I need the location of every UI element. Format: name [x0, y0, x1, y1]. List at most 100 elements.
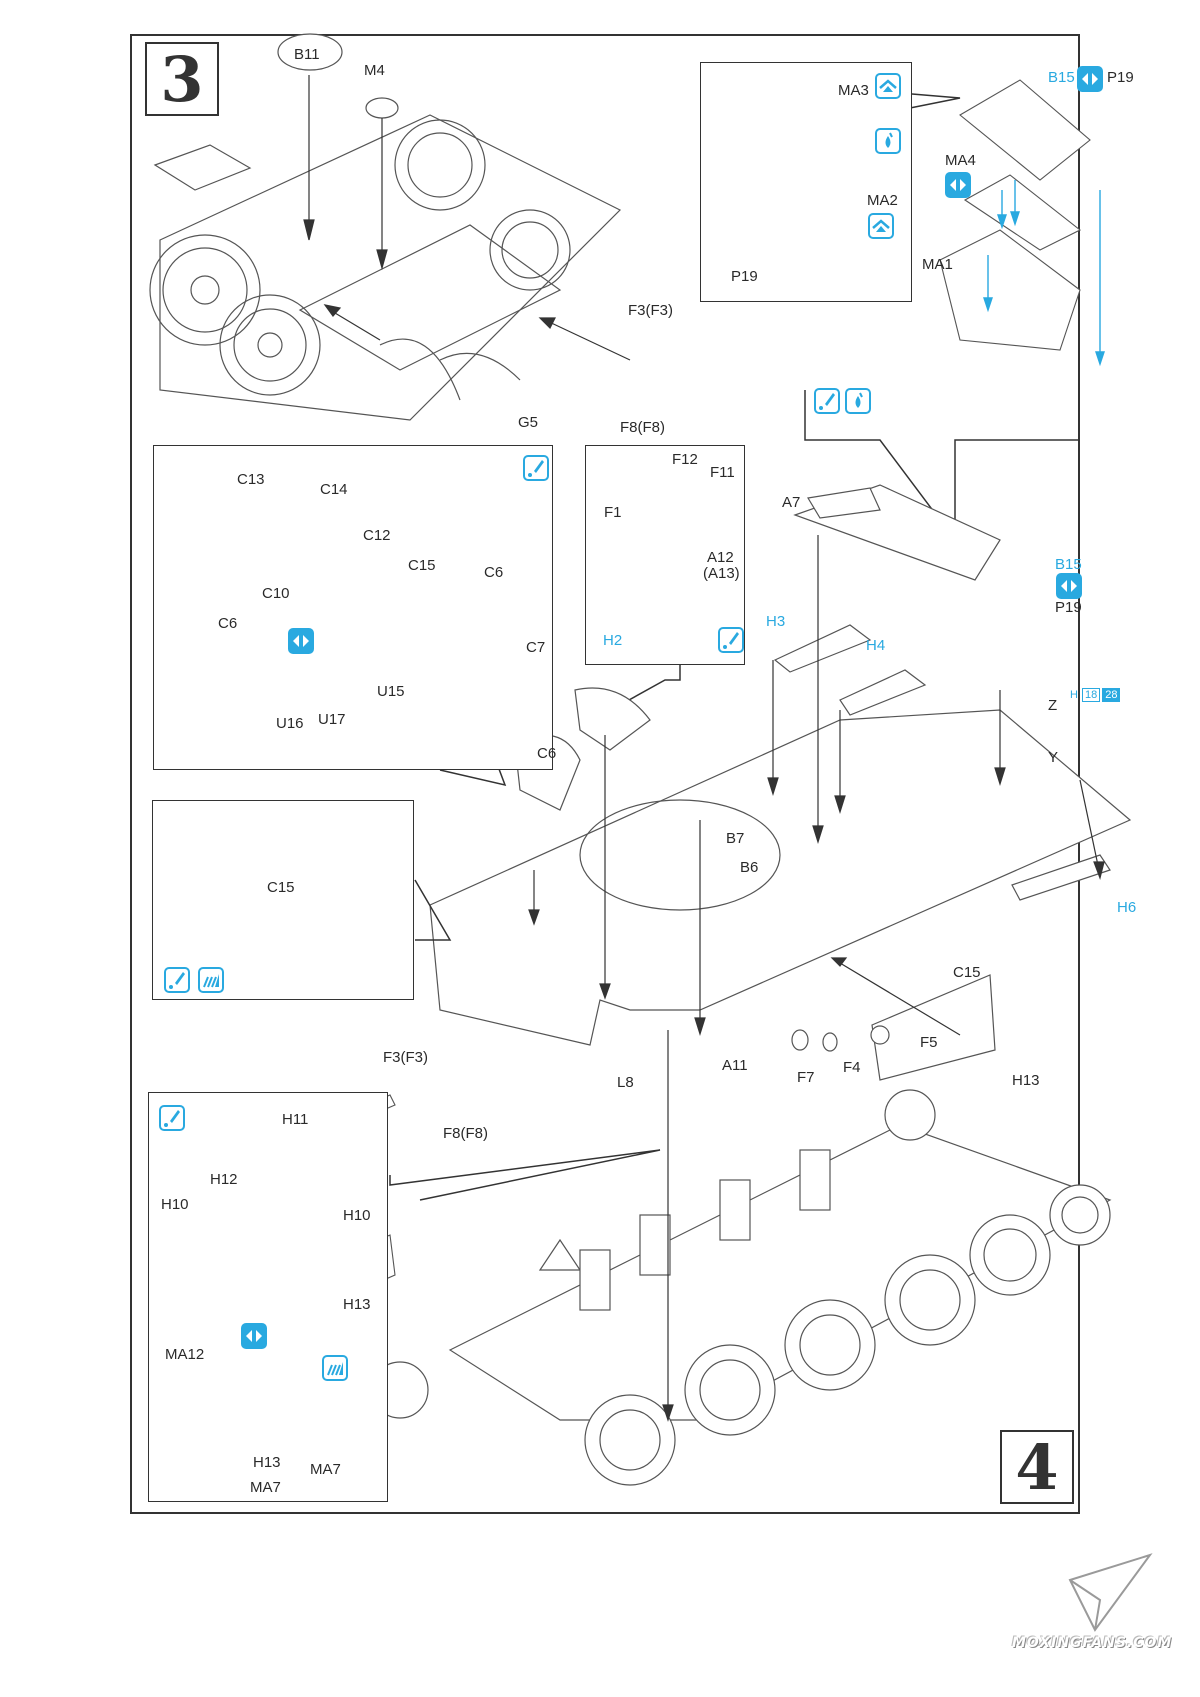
part-label-f5: F5	[920, 1034, 938, 1051]
part-label-ma12: MA12	[165, 1346, 205, 1363]
part-label-f1: F1	[604, 504, 622, 521]
part-label-h3: H3	[766, 613, 786, 630]
option-choice-icon	[241, 1323, 267, 1349]
part-label-h13-hull: H13	[1012, 1072, 1040, 1089]
track-option-18: 18	[1081, 688, 1101, 702]
step3-arrows	[303, 75, 631, 361]
box-inset-pointer	[389, 1149, 661, 1201]
part-label-h4: H4	[866, 637, 886, 654]
part-label-h10-left: H10	[161, 1196, 189, 1213]
part-label-f3-hull: F3(F3)	[383, 1049, 428, 1066]
part-label-ma2: MA2	[867, 192, 898, 209]
glue-drop-icon	[875, 128, 901, 154]
part-label-h2: H2	[603, 632, 623, 649]
part-label-y: Y	[1048, 749, 1059, 766]
part-label-ma1: MA1	[922, 256, 953, 273]
part-label-b15: B15	[1048, 69, 1075, 86]
part-label-ma7-left: MA7	[250, 1479, 281, 1496]
part-label-a11: A11	[722, 1057, 748, 1074]
paint-brush-icon	[159, 1105, 185, 1131]
watermark-text: MOXINGFANS.COM	[1012, 1635, 1173, 1651]
part-label-p19: P19	[731, 268, 758, 285]
decal-icon	[198, 967, 224, 993]
part-label-h13-box: H13	[343, 1296, 371, 1313]
part-label-h6: H6	[1117, 899, 1137, 916]
part-label-c15-fender: C15	[267, 879, 295, 896]
part-label-h11: H11	[282, 1111, 309, 1128]
option-choice-icon	[1056, 573, 1082, 599]
step4-arrows	[662, 1030, 674, 1422]
part-label-b15-hull: B15	[1055, 556, 1082, 573]
part-label-a7: A7	[782, 494, 801, 511]
part-label-f11: F11	[710, 464, 735, 481]
part-label-b6: B6	[740, 859, 759, 876]
part-label-f8-hull: F8(F8)	[443, 1125, 488, 1142]
part-label-c6-hull: C6	[537, 745, 557, 762]
fender-inset-pointer	[414, 879, 452, 941]
ammo-box-inset	[148, 1092, 388, 1502]
part-label-c15: C15	[408, 557, 436, 574]
part-label-ma4: MA4	[945, 152, 976, 169]
part-label-z: Z	[1048, 697, 1058, 714]
paint-brush-icon	[523, 455, 549, 481]
part-label-c14: C14	[320, 481, 348, 498]
part-label-c15-hull: C15	[953, 964, 981, 981]
paint-brush-icon	[814, 388, 840, 414]
bend-up-icon	[868, 213, 894, 239]
paint-brush-icon	[718, 627, 744, 653]
grille-main-drawing	[939, 79, 1091, 351]
part-label-a13: (A13)	[703, 565, 740, 582]
step-3-label: 3	[160, 42, 204, 116]
option-choice-icon	[1077, 66, 1103, 92]
part-label-p19-hull: P19	[1055, 599, 1082, 616]
part-label-f12: F12	[672, 451, 698, 468]
part-label-u16: U16	[276, 715, 304, 732]
part-label-b11: B11	[294, 46, 320, 63]
bend-up-icon	[875, 73, 901, 99]
track-option-28: 28	[1102, 688, 1121, 702]
part-label-h13-box-lower: H13	[253, 1454, 281, 1471]
gun-inset	[153, 445, 553, 770]
track-link-count-selector: H 18 28	[1068, 688, 1121, 702]
part-label-c13: C13	[237, 471, 265, 488]
hatch-inset-pointer	[619, 665, 681, 706]
part-label-c6: C6	[484, 564, 504, 581]
decal-icon	[322, 1355, 348, 1381]
instruction-page-frame	[130, 34, 1080, 1514]
part-label-c7: C7	[526, 639, 546, 656]
part-label-c12: C12	[363, 527, 391, 544]
grille-inset-pointer	[804, 92, 1080, 543]
part-label-f8: F8(F8)	[620, 419, 665, 436]
part-label-h10-right: H10	[343, 1207, 371, 1224]
part-label-f3: F3(F3)	[628, 302, 673, 319]
step4-chassis-drawing	[371, 1089, 1112, 1486]
part-label-l8: L8	[617, 1074, 634, 1091]
option-choice-icon	[288, 628, 314, 654]
part-label-f4: F4	[843, 1059, 861, 1076]
part-label-u17: U17	[318, 711, 346, 728]
hull-top-arrows	[528, 535, 1105, 1037]
part-label-ma3: MA3	[838, 82, 869, 99]
part-label-c6-left: C6	[218, 615, 238, 632]
step-4-label: 4	[1015, 1430, 1059, 1504]
grille-inset	[700, 62, 912, 302]
part-label-p19-main: P19	[1107, 69, 1134, 86]
glue-drop-icon	[845, 388, 871, 414]
fender-inset	[152, 800, 414, 1000]
paint-brush-icon	[164, 967, 190, 993]
part-label-g5: G5	[518, 414, 539, 431]
grille-main-arrows	[983, 180, 1105, 367]
step-number-3: 3	[145, 42, 219, 116]
option-choice-icon	[945, 172, 971, 198]
part-label-u15: U15	[377, 683, 405, 700]
step-number-4: 4	[1000, 1430, 1074, 1504]
part-label-h12: H12	[210, 1171, 238, 1188]
part-label-c10: C10	[262, 585, 290, 602]
part-label-f7: F7	[797, 1069, 815, 1086]
track-chip-prefix: H	[1070, 689, 1078, 701]
part-label-m4: M4	[364, 62, 385, 79]
step3-chassis-drawing	[149, 33, 622, 421]
part-label-b7: B7	[726, 830, 745, 847]
part-label-a12: A12	[707, 549, 734, 566]
